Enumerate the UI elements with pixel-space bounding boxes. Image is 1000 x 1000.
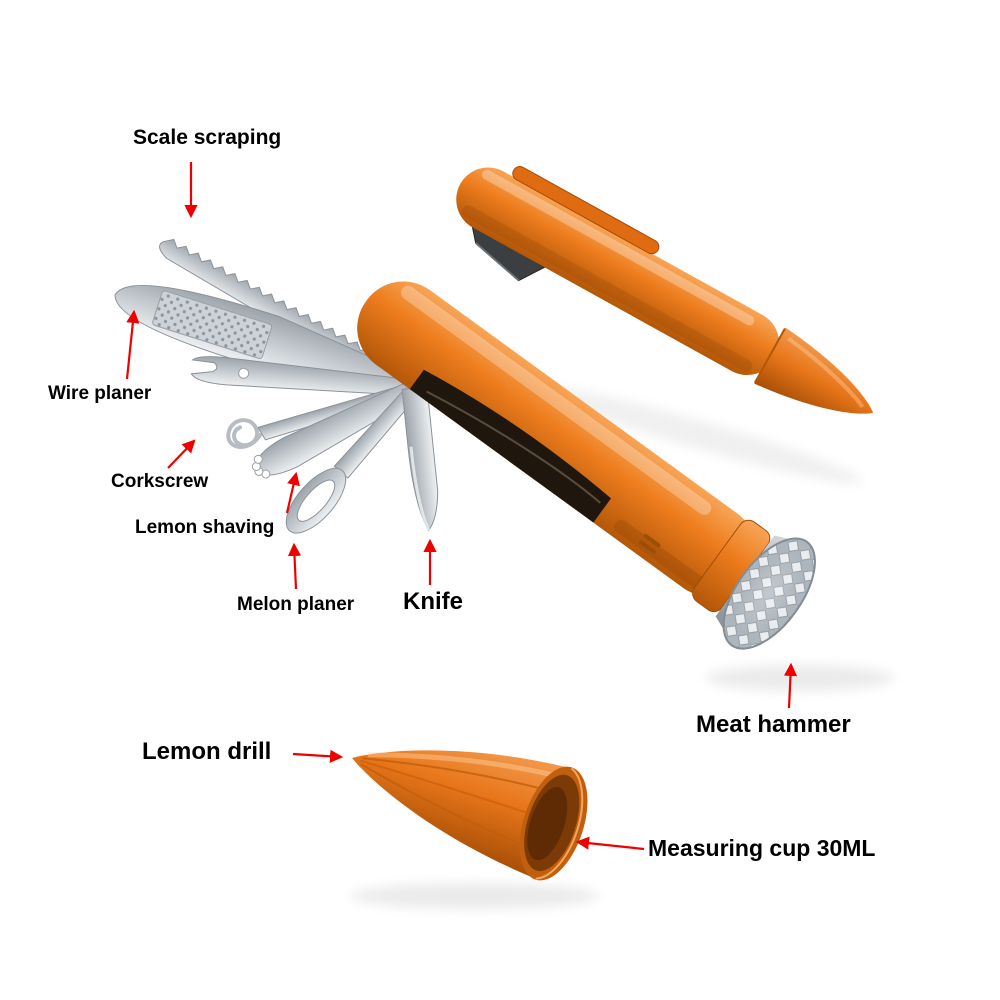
pen-tool-body — [456, 167, 780, 376]
bottle-opener-tool — [190, 356, 409, 396]
cone-cap — [352, 750, 588, 881]
label-meat-hammer: Meat hammer — [696, 711, 851, 738]
pen-tool — [456, 166, 874, 414]
label-lemon-drill: Lemon drill — [142, 738, 272, 765]
label-measuring-cup: Measuring cup 30ML — [648, 835, 876, 861]
label-wire-planer: Wire planer — [48, 383, 152, 404]
callout-lines — [125, 162, 798, 851]
tool-fan — [114, 238, 439, 534]
callout-line-corkscrew — [167, 439, 196, 469]
label-knife: Knife — [403, 588, 463, 615]
callout-line-measuring-cup — [575, 836, 645, 851]
handle-blade-slot — [409, 369, 612, 523]
knife-blade — [401, 386, 439, 532]
label-scale-scraping: Scale scraping — [133, 126, 282, 149]
handle-grip-vent — [638, 540, 656, 554]
callout-line-melon-planer — [287, 542, 302, 590]
pen-tool-clip — [512, 166, 660, 255]
handle-body — [357, 281, 756, 597]
label-corkscrew: Corkscrew — [111, 471, 209, 492]
callout-line-lemon-drill — [292, 749, 344, 763]
tool-handle — [357, 281, 816, 650]
lemon-shaving-tool — [251, 382, 415, 479]
pen-tool-cone-tip — [754, 327, 874, 414]
label-lemon-shaving: Lemon shaving — [135, 517, 275, 538]
handle-grip-vent — [643, 533, 661, 548]
callout-line-wire-planer — [125, 309, 140, 380]
wire-planer-blade — [114, 284, 412, 398]
label-melon-planer: Melon planer — [237, 594, 355, 615]
melon-planer-tool — [285, 387, 417, 534]
drop-shadows — [350, 386, 895, 909]
callout-line-meat-hammer — [783, 662, 798, 709]
callout-line-lemon-shaving — [285, 471, 300, 514]
